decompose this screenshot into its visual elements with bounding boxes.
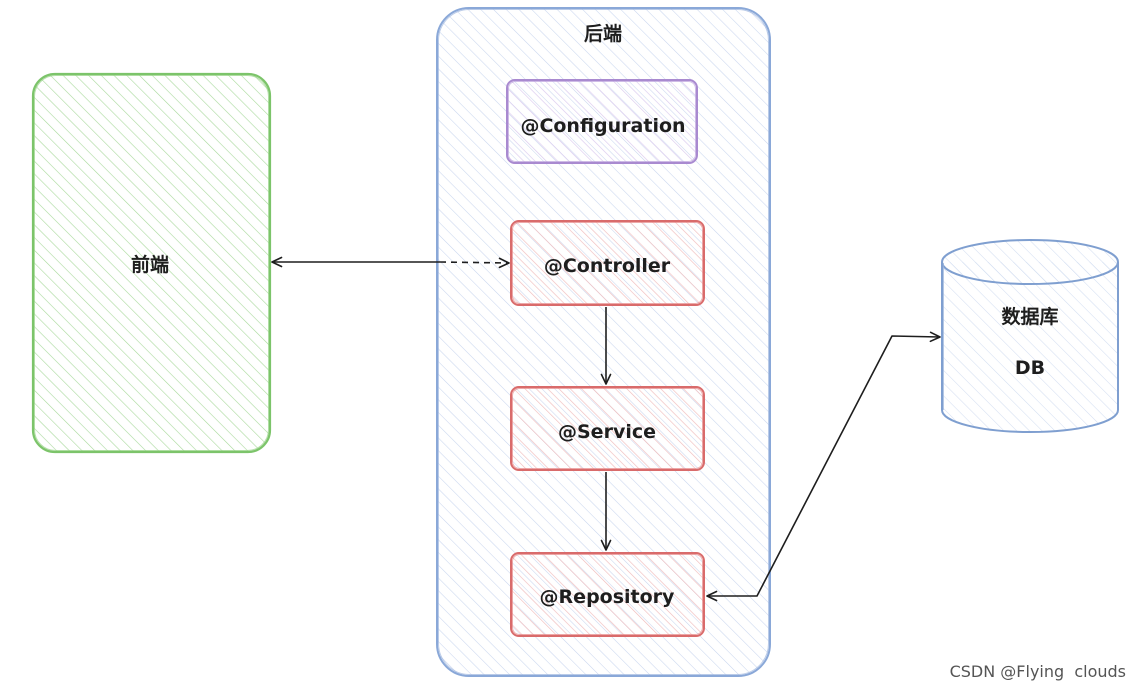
database-sublabel: DB: [1015, 357, 1045, 379]
frontend-label: 前端: [131, 253, 169, 276]
database-cylinder: 数据库 DB: [941, 239, 1119, 433]
watermark: CSDN @Flying clouds: [949, 662, 1126, 681]
database-label: 数据库: [1001, 305, 1058, 328]
configuration-box: @Configuration: [506, 79, 698, 164]
frontend-controller-arrow: [271, 256, 510, 269]
configuration-label: @Configuration: [520, 115, 685, 137]
frontend-box: 前端: [31, 72, 272, 454]
repository-box: @Repository: [510, 552, 705, 637]
service-box: @Service: [510, 386, 705, 471]
backend-label: 后端: [584, 22, 622, 45]
service-label: @Service: [558, 421, 656, 443]
repository-label: @Repository: [540, 586, 675, 608]
controller-box: @Controller: [510, 220, 705, 306]
controller-label: @Controller: [544, 255, 671, 277]
repository-database-arrow: [706, 331, 941, 602]
